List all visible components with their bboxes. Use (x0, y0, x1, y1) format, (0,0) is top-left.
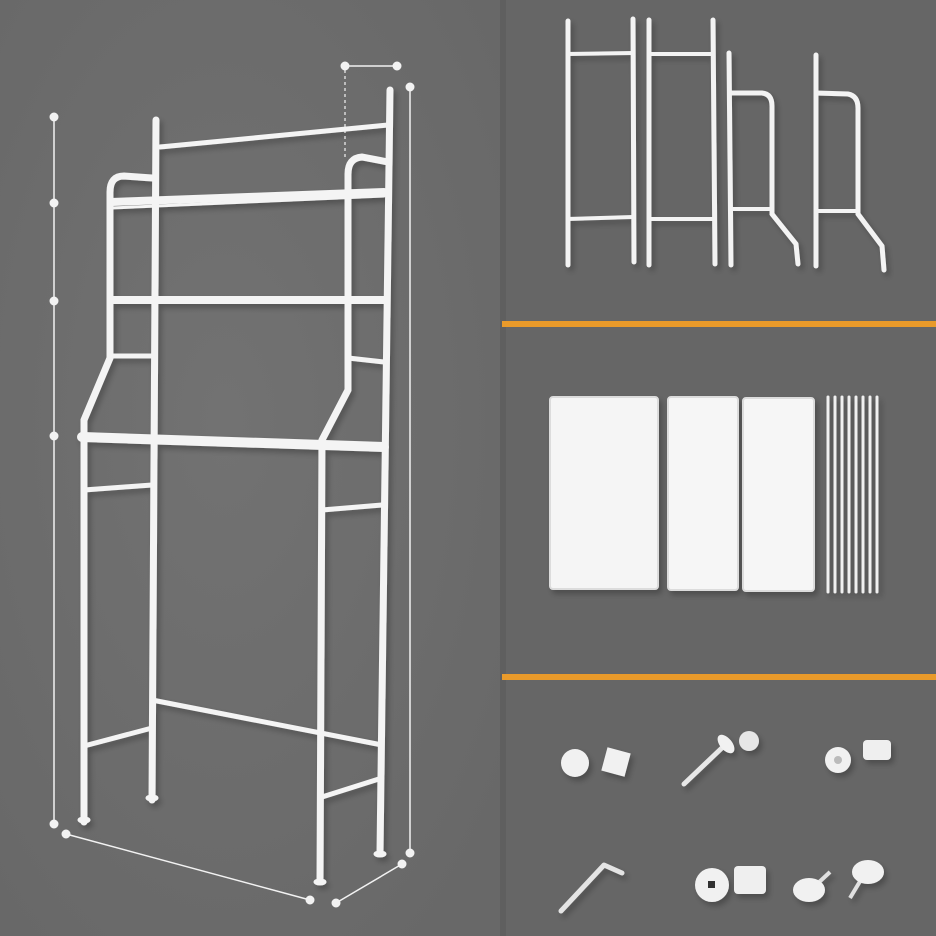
allen-key (558, 862, 625, 914)
dimension-markers (49, 61, 415, 908)
hardware-accessories (558, 731, 891, 914)
connector-rods (826, 395, 879, 594)
round-cap (561, 749, 589, 777)
shelf-boards (549, 396, 815, 592)
assembled-shelf (77, 86, 394, 886)
orange-divider-top (502, 321, 936, 327)
side-frame-parts (565, 16, 887, 273)
orange-divider-bottom (502, 674, 936, 680)
square-cap (601, 747, 631, 777)
